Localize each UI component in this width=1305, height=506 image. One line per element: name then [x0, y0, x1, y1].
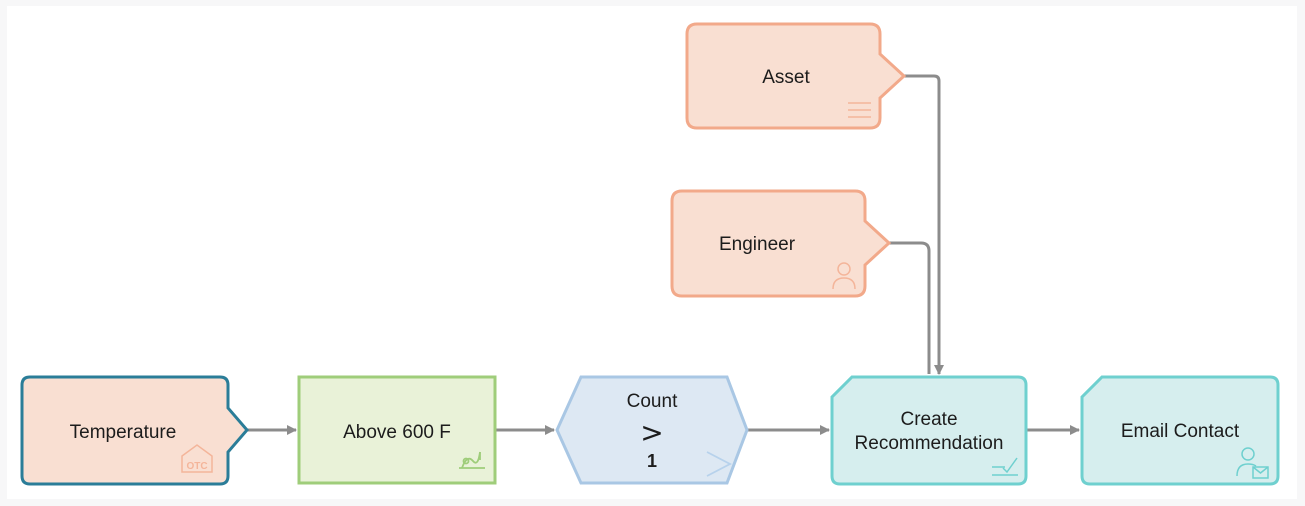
email-contact-node-shape [1080, 375, 1280, 486]
create-recommendation-label-line1: Create [900, 409, 957, 430]
temperature-node-shape [20, 375, 249, 486]
email-contact-label: Email Contact [1121, 421, 1240, 442]
count-value: 1 [647, 451, 657, 471]
threshold-icon [459, 451, 485, 469]
connector-engineer-to-create-recommendation [889, 241, 931, 374]
engineer-node[interactable]: Engineer [670, 189, 892, 298]
diagram-canvas: Asset Engineer Temperature OTC Above 600… [7, 6, 1297, 499]
list-icon [848, 102, 871, 118]
chevron-right-icon [706, 451, 732, 477]
connector-asset-to-create-recommendation [904, 74, 944, 375]
connectors [247, 74, 1080, 435]
asset-node-shape [685, 22, 907, 130]
person-mail-icon [1236, 447, 1269, 479]
engineer-node-shape [670, 189, 892, 298]
otc-icon-text: OTC [186, 461, 207, 472]
create-recommendation-node[interactable]: Create Recommendation [830, 375, 1028, 486]
asset-label: Asset [762, 67, 810, 88]
flow-diagram: Asset Engineer Temperature OTC Above 600… [20, 22, 1280, 486]
count-node-shape [555, 375, 749, 485]
above-600-node[interactable]: Above 600 F [297, 375, 497, 485]
person-icon [832, 262, 856, 290]
count-operator: > [640, 416, 663, 449]
count-node[interactable]: Count > 1 [555, 375, 749, 485]
email-contact-node[interactable]: Email Contact [1080, 375, 1280, 486]
create-recommendation-node-shape [830, 375, 1028, 486]
count-label: Count [627, 391, 678, 412]
temperature-node[interactable]: Temperature OTC [20, 375, 249, 486]
checklist-icon [992, 457, 1018, 476]
asset-node[interactable]: Asset [685, 22, 907, 130]
above-600-label: Above 600 F [343, 422, 451, 443]
create-recommendation-label-line2: Recommendation [855, 433, 1004, 454]
engineer-label: Engineer [719, 234, 796, 255]
otc-tag-icon: OTC [181, 444, 213, 473]
temperature-label: Temperature [70, 422, 177, 443]
